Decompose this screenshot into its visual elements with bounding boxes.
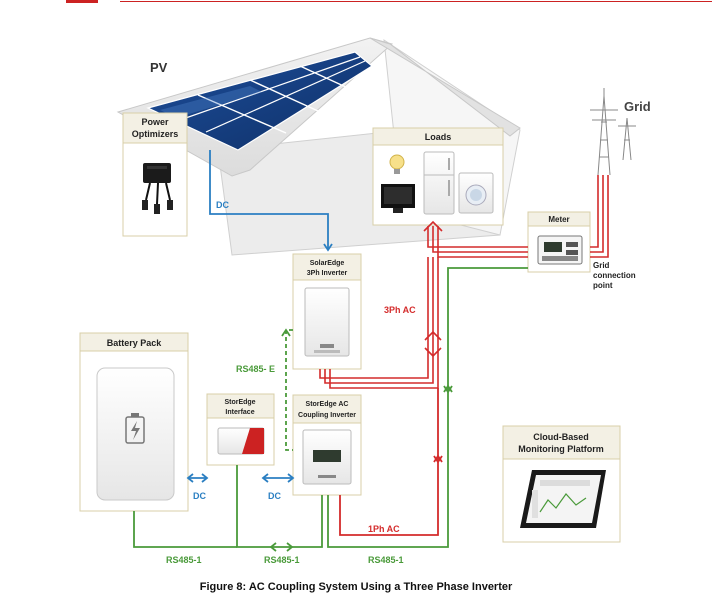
ac-coupling-title-2: Coupling Inverter xyxy=(298,412,356,419)
header-accent xyxy=(66,0,98,3)
storedge-interface-box: StorEdge Interface xyxy=(206,393,275,466)
ac-coupling-inverter-box: StorEdge AC Coupling Inverter xyxy=(292,394,362,496)
dc-label-interface: DC xyxy=(268,491,281,501)
grid-connection-2: connection xyxy=(593,271,636,280)
inverter-3ph-icon xyxy=(304,287,350,357)
loads-box: Loads xyxy=(372,127,504,226)
ac-1ph-line xyxy=(339,388,443,536)
grid-connection-1: Grid xyxy=(593,261,610,270)
dc-line-pv xyxy=(209,150,333,252)
power-optimizers-title-2: Optimizers xyxy=(132,129,179,139)
ac-coupling-title-1: StorEdge AC xyxy=(306,401,349,408)
cloud-title-2: Monitoring Platform xyxy=(518,444,604,454)
ac-3ph-label: 3Ph AC xyxy=(384,305,416,315)
grid-tower-icon xyxy=(590,88,636,176)
ac-1ph-label: 1Ph AC xyxy=(368,524,400,534)
lightbulb-icon xyxy=(389,154,405,170)
dc-line-battery xyxy=(186,473,209,483)
storedge-interface-title-2: Interface xyxy=(225,409,254,416)
dc-line-interface xyxy=(261,473,295,483)
meter-box: Meter xyxy=(527,211,591,273)
inverter-3ph-box: SolarEdge 3Ph Inverter xyxy=(292,253,362,370)
power-optimizers-title-1: Power xyxy=(141,117,169,127)
fridge-icon xyxy=(423,151,455,215)
header-rule xyxy=(120,1,712,2)
cloud-monitoring-box: Cloud-Based Monitoring Platform xyxy=(502,425,621,543)
dc-label-battery: DC xyxy=(193,491,206,501)
figure-caption: Figure 8: AC Coupling System Using a Thr… xyxy=(200,581,513,593)
tablet-icon xyxy=(520,470,606,528)
storedge-interface-title-1: StorEdge xyxy=(224,399,255,406)
battery-pack-box: Battery Pack xyxy=(79,332,189,512)
ac-3ph-lines xyxy=(319,175,609,389)
loads-title: Loads xyxy=(425,132,452,142)
battery-pack-title: Battery Pack xyxy=(107,338,163,348)
inverter-3ph-title-2: 3Ph Inverter xyxy=(307,270,348,277)
rs485-e-label: RS485- E xyxy=(236,364,275,374)
grid-label: Grid xyxy=(624,99,651,114)
dc-label-pv: DC xyxy=(216,200,229,210)
rs485-lines xyxy=(133,267,528,552)
cloud-title-1: Cloud-Based xyxy=(533,432,589,442)
rs485-1-left-label: RS485-1 xyxy=(166,555,202,565)
rs485-1-right-label: RS485-1 xyxy=(368,555,404,565)
pv-label: PV xyxy=(150,60,168,75)
pv-array xyxy=(146,51,374,151)
meter-title: Meter xyxy=(548,215,569,224)
grid-connection-3: point xyxy=(593,281,613,290)
rs485-1-mid-label: RS485-1 xyxy=(264,555,300,565)
inverter-3ph-title-1: SolarEdge xyxy=(310,260,345,267)
power-optimizers-box: Power Optimizers xyxy=(122,112,188,237)
